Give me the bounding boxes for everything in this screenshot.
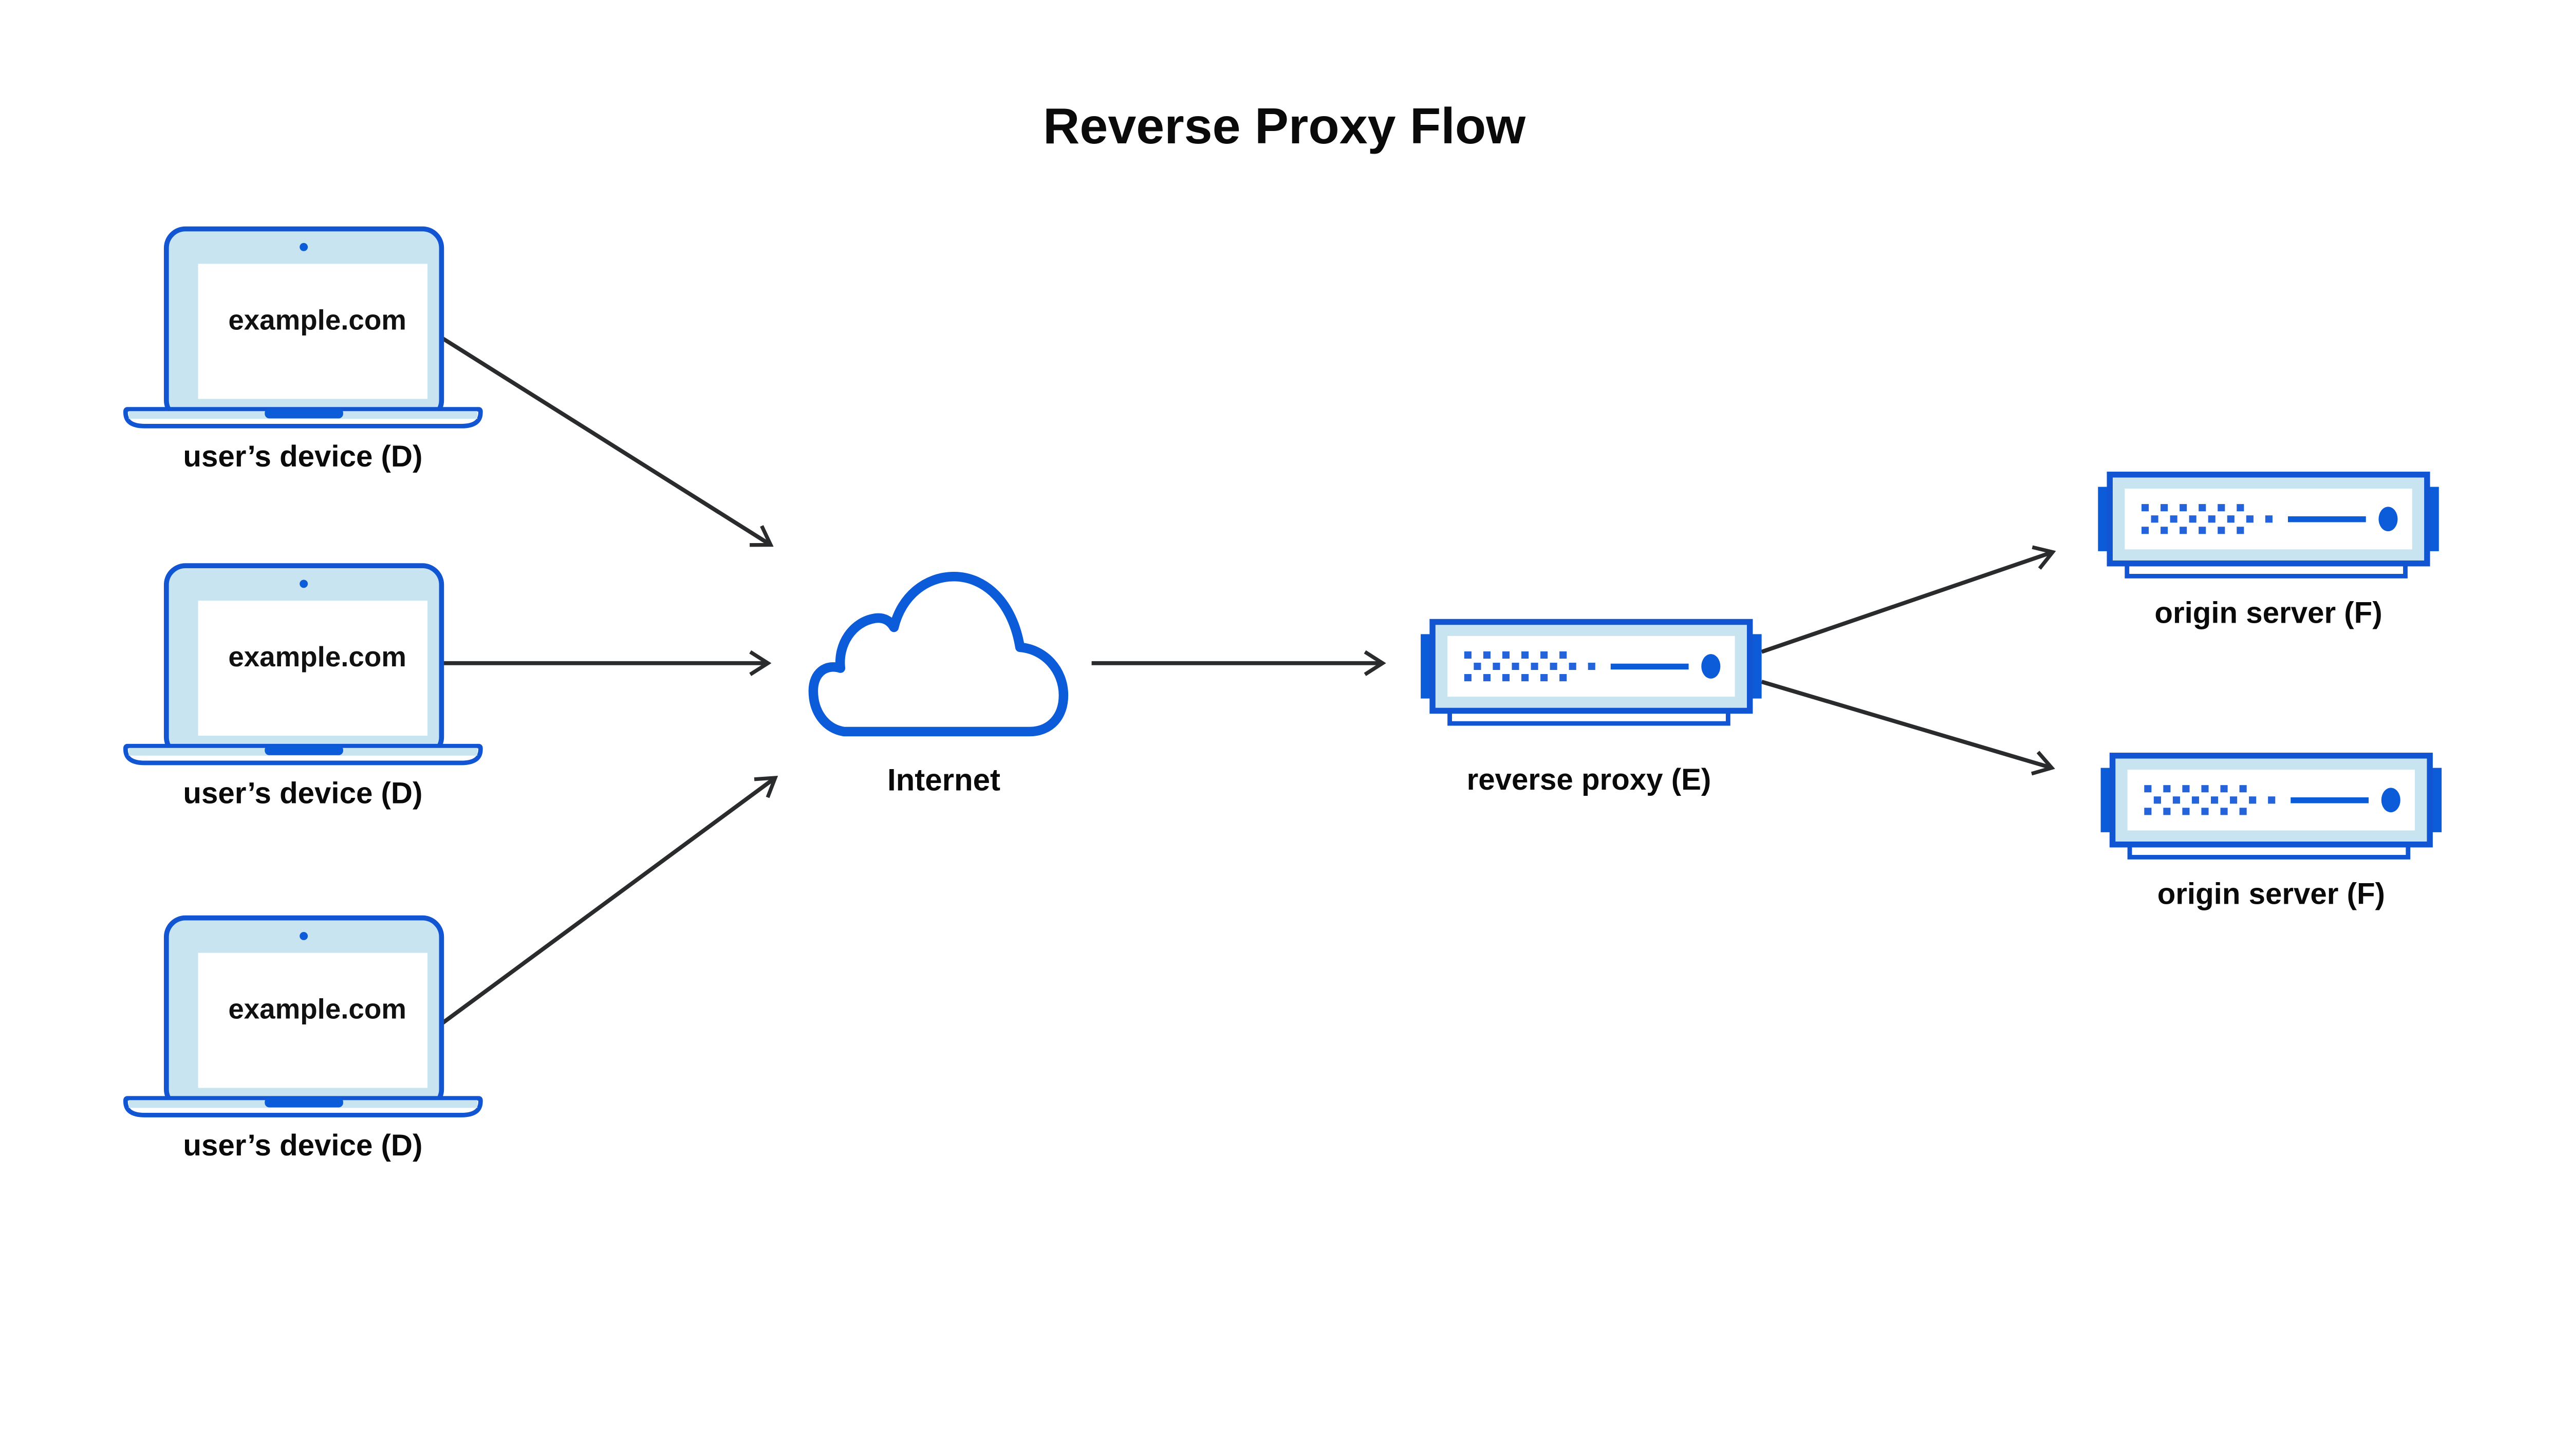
origin-server2-label: origin server (F) <box>2157 877 2385 910</box>
device2-screen-text: example.com <box>228 641 406 673</box>
arrow-proxy-to-origin2-icon <box>1761 680 2052 768</box>
internet-node: Internet <box>808 572 1069 797</box>
server-icon <box>2101 756 2442 857</box>
internet-label: Internet <box>887 763 1000 797</box>
diagram-title: Reverse Proxy Flow <box>1043 98 1526 154</box>
reverse-proxy-label: reverse proxy (E) <box>1467 763 1711 796</box>
origin-server-node-2: origin server (F) <box>2101 756 2442 910</box>
arrow-device3-to-internet-icon <box>439 778 775 1026</box>
device1-label: user’s device (D) <box>183 440 422 473</box>
flow-arrows <box>439 335 2053 1026</box>
arrow-device1-to-internet-icon <box>440 335 771 545</box>
reverse-proxy-node: reverse proxy (E) <box>1421 622 1761 796</box>
user-device-node-3: example.com user’s device (D) <box>125 918 480 1162</box>
origin-server1-label: origin server (F) <box>2154 596 2382 629</box>
server-icon <box>2098 475 2438 576</box>
user-device-node-1: example.com user’s device (D) <box>125 229 480 473</box>
device3-screen-text: example.com <box>228 993 406 1025</box>
cloud-icon <box>808 572 1069 737</box>
device3-label: user’s device (D) <box>183 1129 422 1162</box>
device2-label: user’s device (D) <box>183 776 422 810</box>
origin-server-node-1: origin server (F) <box>2098 475 2438 629</box>
server-icon <box>1421 622 1761 724</box>
diagram-canvas: Reverse Proxy Flow example.com user’s de… <box>0 97 2569 1162</box>
device1-screen-text: example.com <box>228 304 406 335</box>
reverse-proxy-flow-diagram: Reverse Proxy Flow example.com user’s de… <box>0 98 2569 1162</box>
arrow-proxy-to-origin1-icon <box>1761 552 2053 654</box>
user-device-node-2: example.com user’s device (D) <box>125 566 480 810</box>
